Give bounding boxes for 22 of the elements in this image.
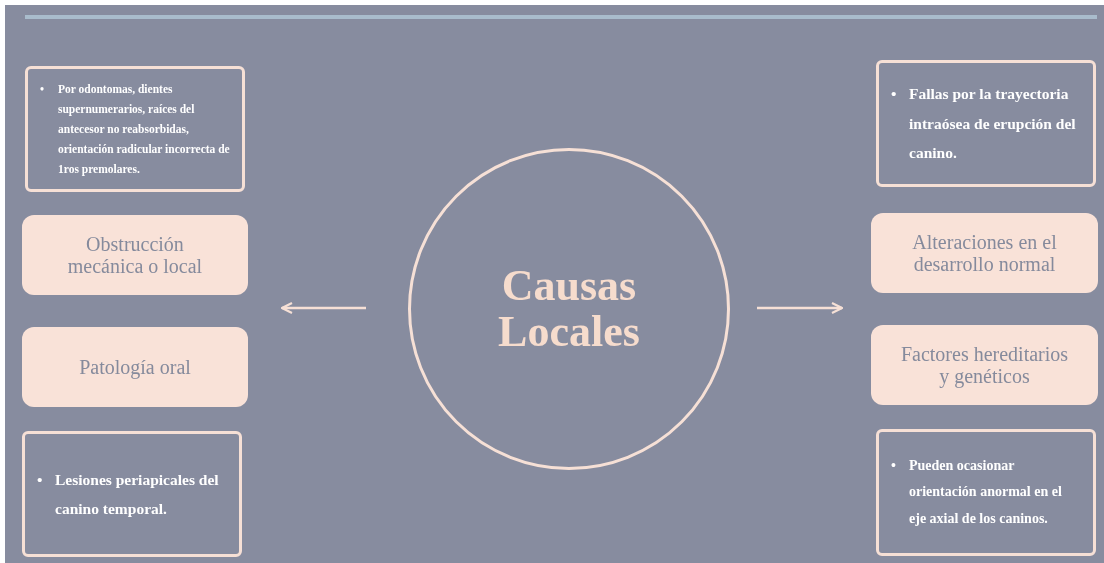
category-box [22,215,248,295]
bullet: • [891,84,898,105]
category-box [871,325,1098,405]
note-box [876,429,1096,556]
bullet-text: Pueden ocasionar orientación anormal en el eje axial de los caninos. [909,456,1063,528]
title-text: Causas Locales [497,262,641,356]
bullet: • [40,81,46,97]
note-box [22,431,242,557]
bullet-text: Fallas por la trayectoria intraósea de erupción del canino. [909,84,1077,164]
bullet: • [891,456,897,475]
note-box [876,60,1096,187]
category-label: Patología oral [78,356,192,378]
category-label: Factores hereditarios y genéticos [899,343,1070,387]
bullet-text: Por odontomas, dientes supernumerarios, raíces del antecesor no reabsorbidas, orientación radicular incorrecta de 1ros premolares. [58,81,230,178]
category-box [22,327,248,407]
bullet-text: Lesiones periapicales del canino temporal. [55,469,220,519]
category-box [871,213,1098,293]
note-box [25,66,245,192]
category-label: Alteraciones en el desarrollo normal [911,231,1058,275]
title-circle [408,148,730,470]
category-label: Obstrucción mecánica o local [66,233,204,277]
bullet: • [37,469,44,490]
